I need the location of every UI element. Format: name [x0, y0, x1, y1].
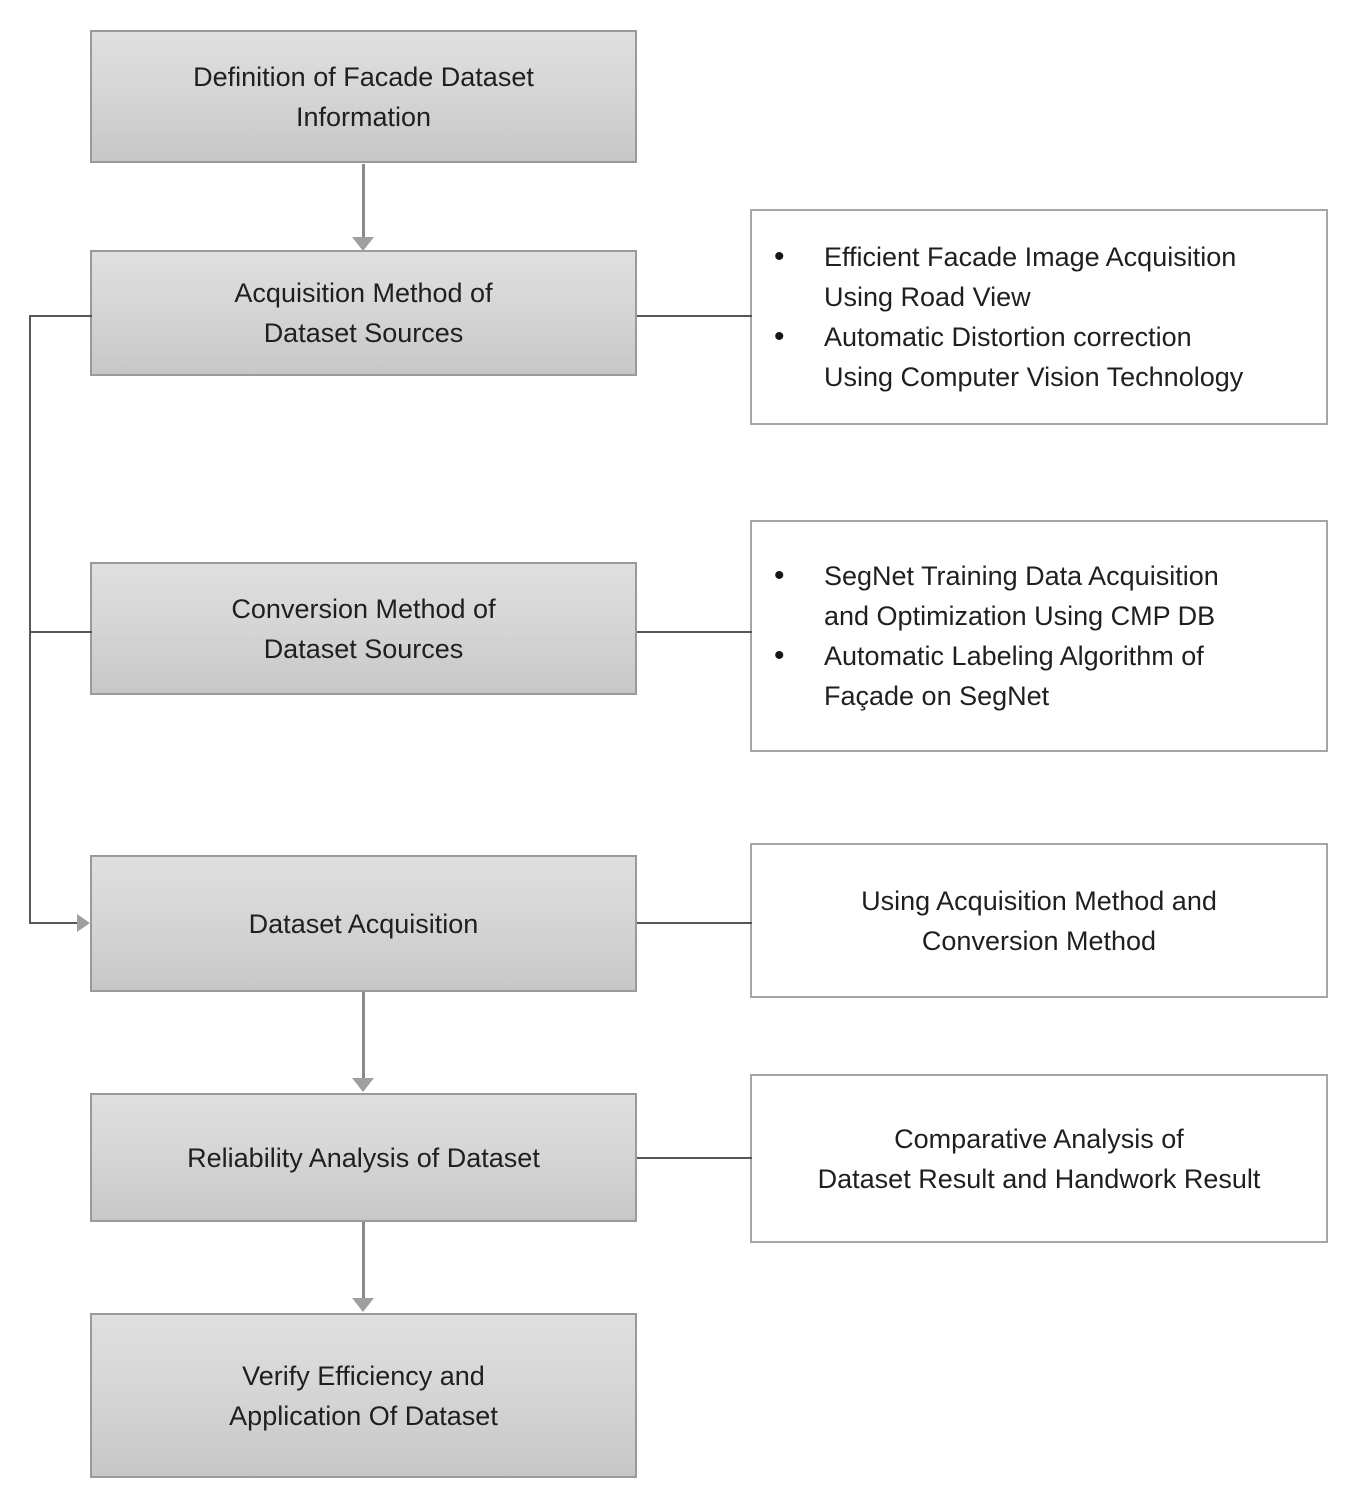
label-line: Dataset Sources	[263, 318, 464, 348]
detail-text-line: Conversion Method	[921, 925, 1157, 956]
detail-box-conversion: • SegNet Training Data Acquisition and O…	[750, 520, 1328, 752]
flow-box-definition: Definition of Facade Dataset Information	[90, 30, 637, 163]
flow-box-definition-label: Definition of Facade Dataset Information	[193, 57, 534, 137]
flow-box-conversion-method: Conversion Method of Dataset Sources	[90, 562, 637, 695]
bullet-text: Automatic Distortion correction Using Co…	[824, 317, 1243, 397]
label-line: Definition of Facade Dataset	[193, 61, 534, 92]
arrowhead-down-icon	[352, 237, 374, 251]
flow-box-verify-efficiency-label: Verify Efficiency and Application Of Dat…	[229, 1356, 498, 1436]
flow-box-verify-efficiency: Verify Efficiency and Application Of Dat…	[90, 1313, 637, 1478]
detail-box-dataset-acquisition-text: Using Acquisition Method and Conversion …	[861, 881, 1217, 961]
bracket-stub-acquisition	[29, 315, 92, 317]
bullet-text: SegNet Training Data Acquisition and Opt…	[824, 556, 1219, 636]
detail-box-acquisition: • Efficient Facade Image Acquisition Usi…	[750, 209, 1328, 425]
arrowhead-down-icon	[352, 1078, 374, 1092]
bullet-text-line: Using Road View	[824, 282, 1031, 312]
bullet-icon: •	[774, 240, 785, 273]
detail-text-line: Using Acquisition Method and	[861, 885, 1217, 916]
label-line: Acquisition Method of	[234, 278, 493, 308]
connector-conversion-to-detail	[637, 631, 752, 633]
detail-box-dataset-acquisition: Using Acquisition Method and Conversion …	[750, 843, 1328, 998]
flow-box-reliability-analysis: Reliability Analysis of Dataset	[90, 1093, 637, 1222]
flow-box-dataset-acquisition: Dataset Acquisition	[90, 855, 637, 992]
label-line: Dataset Acquisition	[248, 908, 479, 939]
flow-box-acquisition-method: Acquisition Method of Dataset Sources	[90, 250, 637, 376]
bracket-stub-dataset	[29, 922, 79, 924]
flow-box-acquisition-method-label: Acquisition Method of Dataset Sources	[234, 273, 492, 353]
bullet-text: Efficient Facade Image Acquisition Using…	[824, 237, 1236, 317]
label-line: Application Of Dataset	[229, 1400, 498, 1431]
label-line: Conversion Method of	[231, 593, 496, 624]
bullet-text-line: SegNet Training Data Acquisition	[824, 561, 1219, 591]
label-line: Information	[295, 101, 432, 132]
detail-text-line: Comparative Analysis of	[894, 1123, 1184, 1154]
arrowhead-right-icon	[77, 914, 90, 932]
bullet-text-line: Automatic Labeling Algorithm of	[824, 641, 1204, 671]
bullet-icon: •	[774, 320, 785, 353]
flow-box-reliability-analysis-label: Reliability Analysis of Dataset	[187, 1138, 540, 1178]
bullet-text-line: and Optimization Using CMP DB	[824, 601, 1216, 631]
connector-reliability-to-detail	[637, 1157, 752, 1159]
arrow-definition-to-acquisition	[362, 164, 365, 238]
arrow-reliability-to-verify	[362, 1222, 365, 1299]
label-line: Reliability Analysis of Dataset	[187, 1142, 540, 1173]
bullet-item: • Automatic Labeling Algorithm of Façade…	[752, 636, 1326, 716]
bullet-text-line: Automatic Distortion correction	[824, 322, 1192, 352]
detail-box-reliability-text: Comparative Analysis of Dataset Result a…	[818, 1119, 1261, 1199]
detail-text-line: Dataset Result and Handwork Result	[817, 1163, 1261, 1194]
connector-acquisition-to-detail	[637, 315, 752, 317]
arrowhead-down-icon	[352, 1298, 374, 1312]
bracket-vertical-line	[29, 315, 31, 924]
detail-box-reliability: Comparative Analysis of Dataset Result a…	[750, 1074, 1328, 1243]
bullet-item: • Efficient Facade Image Acquisition Usi…	[752, 237, 1326, 317]
bullet-text-line: Façade on SegNet	[824, 681, 1050, 711]
bullet-text-line: Efficient Facade Image Acquisition	[824, 242, 1237, 272]
bullet-icon: •	[774, 559, 785, 592]
bullet-text: Automatic Labeling Algorithm of Façade o…	[824, 636, 1204, 716]
bullet-icon: •	[774, 639, 785, 672]
connector-dataset-to-detail	[637, 922, 752, 924]
bracket-stub-conversion	[29, 631, 92, 633]
bullet-item: • Automatic Distortion correction Using …	[752, 317, 1326, 397]
label-line: Verify Efficiency and	[242, 1360, 485, 1391]
bullet-text-line: Using Computer Vision Technology	[824, 362, 1244, 392]
flow-box-dataset-acquisition-label: Dataset Acquisition	[249, 904, 479, 944]
label-line: Dataset Sources	[263, 633, 464, 664]
flow-box-conversion-method-label: Conversion Method of Dataset Sources	[231, 589, 495, 669]
bullet-item: • SegNet Training Data Acquisition and O…	[752, 556, 1326, 636]
arrow-dataset-to-reliability	[362, 992, 365, 1079]
